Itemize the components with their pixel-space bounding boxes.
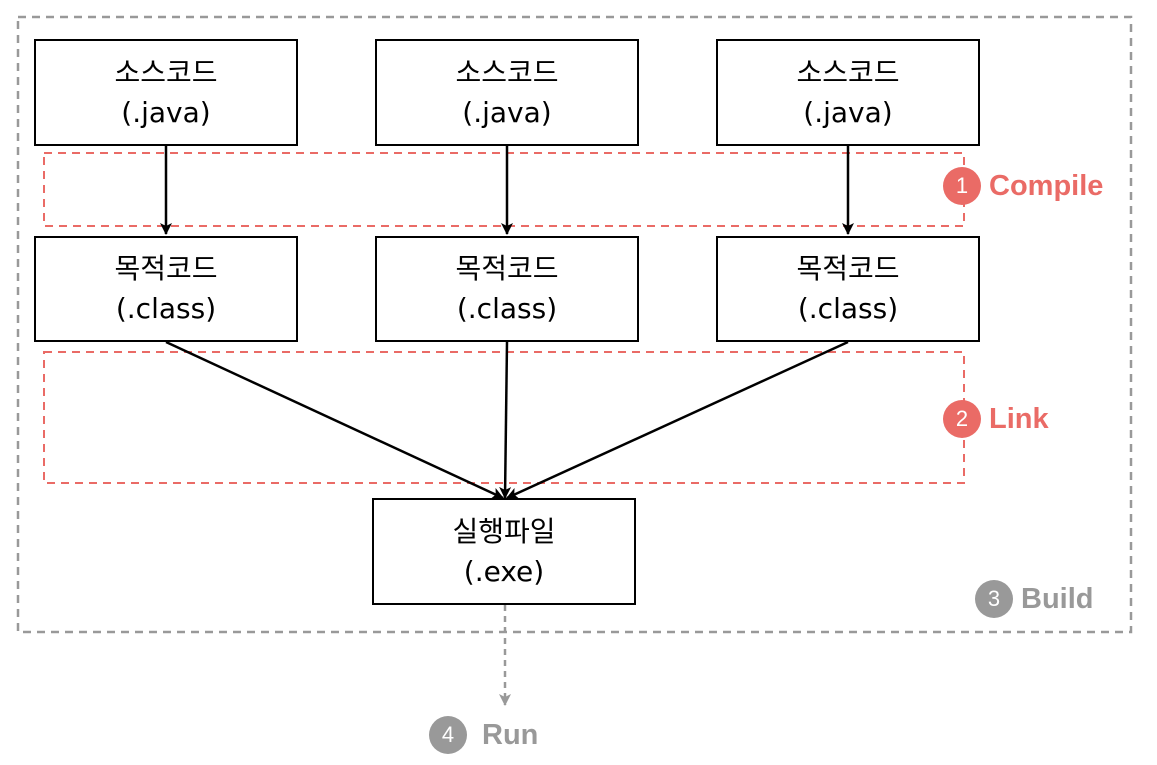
build-region [16, 15, 1133, 634]
object-code-title: 목적코드 [114, 252, 218, 285]
run-label: Run [482, 718, 539, 751]
build-step-badge: 3 [975, 580, 1013, 618]
source-code-title: 소스코드 [455, 55, 559, 89]
object-code-box: 목적코드 (.class) [34, 236, 298, 342]
source-code-title: 소스코드 [114, 55, 218, 89]
object-code-box: 목적코드 (.class) [716, 236, 980, 342]
link-arrow-2 [499, 341, 512, 499]
object-code-ext: (.class) [456, 292, 558, 325]
build-stage-label: 3 Build [975, 580, 1094, 618]
link-step-badge: 2 [943, 400, 981, 438]
executable-box: 실행파일 (.exe) [372, 498, 636, 605]
compile-step-badge: 1 [943, 167, 981, 205]
link-region [43, 351, 965, 484]
executable-title: 실행파일 [452, 514, 556, 548]
link-arrow-1 [165, 340, 504, 500]
source-code-box: 소스코드 (.java) [34, 39, 298, 146]
link-label: Link [989, 402, 1049, 435]
object-code-ext: (.class) [797, 292, 899, 325]
run-step-badge: 4 [429, 716, 467, 754]
source-code-ext: (.java) [803, 95, 893, 129]
source-code-box: 소스코드 (.java) [716, 39, 980, 146]
compile-region [43, 152, 965, 227]
compile-stage-label: 1 Compile [943, 167, 1103, 205]
object-code-title: 목적코드 [796, 252, 900, 285]
compile-label: Compile [989, 169, 1104, 202]
object-code-title: 목적코드 [455, 252, 559, 285]
executable-ext: (.exe) [463, 554, 545, 588]
object-code-ext: (.class) [115, 292, 217, 325]
run-stage-label: 4 Run [429, 716, 538, 754]
build-label: Build [1021, 582, 1094, 615]
source-code-ext: (.java) [121, 95, 211, 129]
link-arrow-3 [506, 340, 849, 500]
object-code-box: 목적코드 (.class) [375, 236, 639, 342]
source-code-title: 소스코드 [796, 55, 900, 89]
source-code-box: 소스코드 (.java) [375, 39, 639, 146]
source-code-ext: (.java) [462, 95, 552, 129]
link-stage-label: 2 Link [943, 400, 1049, 438]
